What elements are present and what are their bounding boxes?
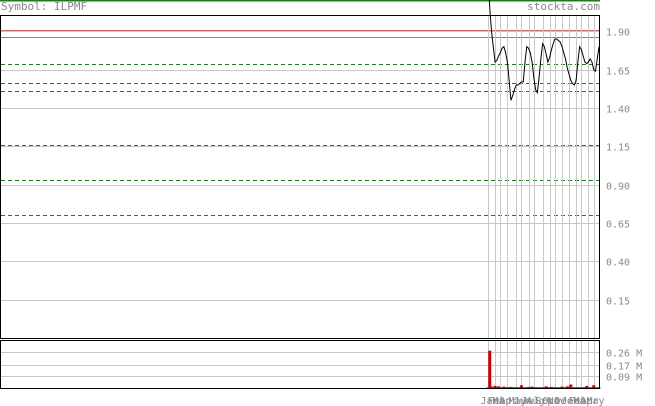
volume-bar bbox=[511, 387, 515, 389]
volume-bar bbox=[567, 387, 571, 389]
month-label: Mar bbox=[493, 396, 511, 406]
volume-bar bbox=[495, 387, 499, 389]
volume-bar bbox=[593, 387, 597, 389]
volume-bar bbox=[532, 387, 536, 389]
volume-bar bbox=[564, 387, 568, 389]
volume-bar bbox=[588, 387, 592, 389]
month-label: Feb bbox=[488, 396, 506, 406]
price-tick-label: 0.15 bbox=[606, 297, 630, 308]
volume-bar bbox=[572, 387, 576, 389]
volume-bar bbox=[491, 387, 495, 389]
volume-bar bbox=[556, 387, 560, 389]
symbol-label: Symbol: ILPMF bbox=[1, 0, 88, 13]
volume-bar bbox=[549, 386, 553, 388]
volume-bar bbox=[502, 386, 506, 388]
price-tick-label: 0.40 bbox=[606, 258, 630, 269]
volume-bar bbox=[592, 385, 596, 388]
month-label: Aug bbox=[527, 396, 545, 406]
volume-bar bbox=[576, 387, 580, 389]
volume-bar bbox=[535, 387, 539, 389]
volume-bar bbox=[498, 387, 502, 389]
volume-bar bbox=[500, 387, 504, 389]
volume-bar bbox=[578, 387, 582, 389]
volume-bar bbox=[586, 387, 590, 389]
volume-bar bbox=[555, 387, 559, 389]
month-label: Mar bbox=[574, 396, 592, 406]
price-tick-label: 1.90 bbox=[606, 28, 630, 39]
volume-bar bbox=[539, 387, 543, 389]
volume-bar bbox=[504, 387, 508, 389]
volume-bar bbox=[528, 387, 532, 389]
volume-bar bbox=[488, 350, 492, 388]
volume-bar bbox=[583, 387, 587, 389]
volume-bar bbox=[497, 386, 501, 388]
month-label: May bbox=[587, 396, 605, 406]
volume-bar bbox=[562, 387, 566, 389]
month-label: Nov bbox=[548, 396, 566, 406]
volume-bar bbox=[590, 387, 594, 389]
volume-bar bbox=[519, 385, 523, 388]
volume-panel-frame bbox=[0, 340, 600, 389]
month-label: Jan bbox=[481, 396, 499, 406]
volume-bar bbox=[490, 386, 494, 388]
price-tick-label: 0.65 bbox=[606, 220, 630, 231]
volume-bar bbox=[581, 387, 585, 389]
price-line bbox=[488, 0, 599, 101]
volume-bar bbox=[521, 387, 525, 389]
month-label: Apr bbox=[581, 396, 599, 406]
volume-bar bbox=[546, 387, 550, 389]
volume-bar bbox=[507, 387, 511, 389]
volume-bar bbox=[518, 387, 522, 389]
volume-bar bbox=[516, 387, 520, 389]
volume-bar bbox=[569, 384, 573, 388]
month-label: Oct bbox=[543, 396, 561, 406]
volume-bar bbox=[551, 387, 555, 389]
price-panel-frame bbox=[0, 15, 600, 339]
month-label: Dec bbox=[555, 396, 573, 406]
volume-bar bbox=[486, 387, 490, 389]
volume-tick-label: 0.17 M bbox=[606, 362, 642, 373]
price-tick-label: 1.65 bbox=[606, 67, 630, 78]
volume-bar bbox=[579, 387, 583, 389]
month-label: Feb bbox=[569, 396, 587, 406]
volume-bar bbox=[525, 387, 529, 389]
volume-bar bbox=[505, 387, 509, 389]
month-label: May bbox=[509, 396, 527, 406]
volume-bar bbox=[560, 386, 564, 388]
site-label: stockta.com bbox=[527, 0, 600, 13]
volume-bar bbox=[541, 387, 545, 389]
month-label: Apr bbox=[500, 396, 518, 406]
volume-bar bbox=[534, 387, 538, 389]
volume-bar bbox=[512, 387, 516, 389]
volume-tick-label: 0.09 M bbox=[606, 373, 642, 384]
volume-bar bbox=[558, 387, 562, 389]
volume-bar bbox=[553, 387, 557, 389]
volume-bar bbox=[537, 387, 541, 389]
price-tick-label: 1.40 bbox=[606, 105, 630, 116]
volume-bar bbox=[548, 387, 552, 389]
volume-bar bbox=[527, 386, 531, 388]
volume-bar bbox=[585, 385, 589, 388]
price-tick-label: 1.15 bbox=[606, 143, 630, 154]
month-label: Sep bbox=[536, 396, 554, 406]
volume-tick-label: 0.26 M bbox=[606, 349, 642, 360]
month-label: Jun bbox=[514, 396, 532, 406]
volume-bar bbox=[542, 387, 546, 389]
volume-bar bbox=[595, 387, 599, 389]
volume-bar bbox=[509, 386, 513, 388]
volume-bar bbox=[544, 386, 548, 388]
price-tick-label: 0.90 bbox=[606, 182, 630, 193]
volume-bar bbox=[530, 386, 534, 388]
month-label: Jul bbox=[522, 396, 540, 406]
volume-bar bbox=[571, 387, 575, 389]
month-label: Jan bbox=[562, 396, 580, 406]
volume-bar bbox=[574, 387, 578, 389]
volume-bar bbox=[523, 387, 527, 389]
volume-bar bbox=[514, 387, 518, 389]
volume-bar bbox=[493, 385, 497, 388]
volume-bar bbox=[565, 386, 569, 388]
